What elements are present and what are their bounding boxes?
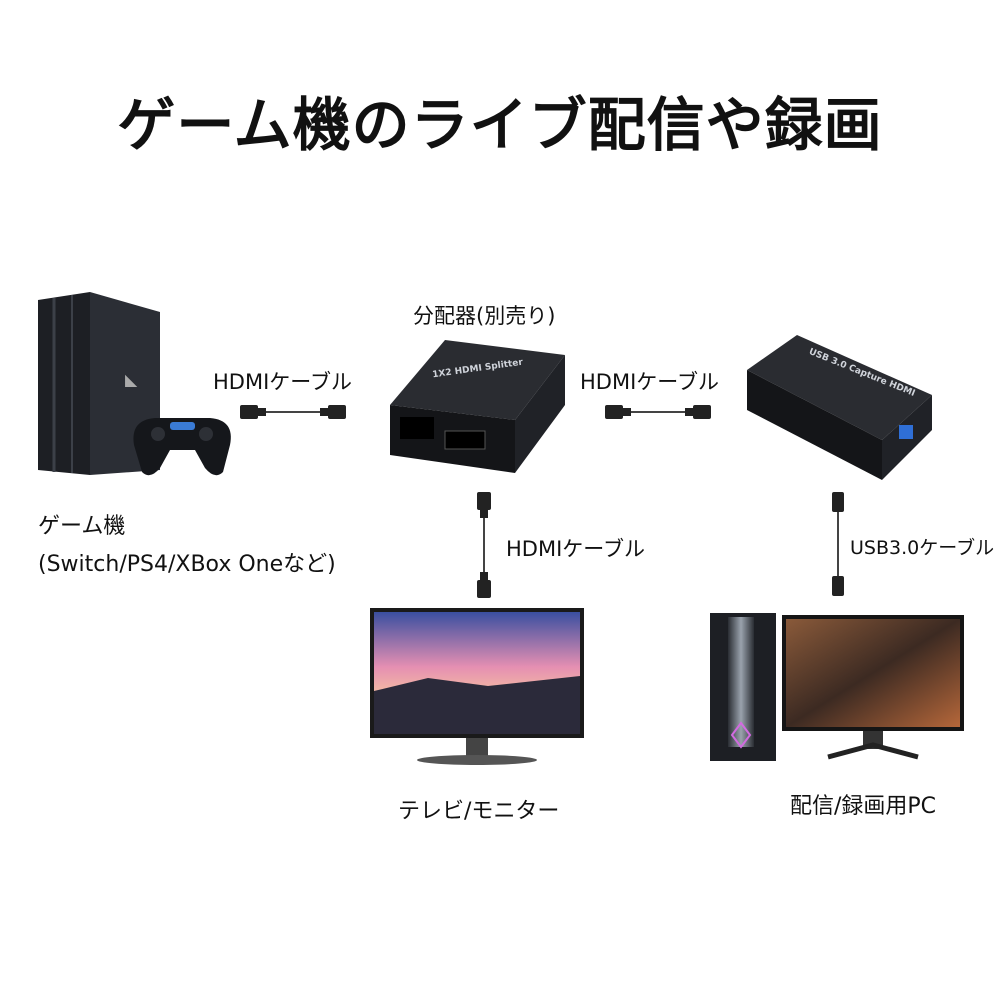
game-console-image: ◣ <box>38 292 231 476</box>
console-label: ゲーム機 <box>38 514 126 539</box>
svg-text:◣: ◣ <box>125 370 138 389</box>
console-examples-label: (Switch/PS4/XBox Oneなど) <box>38 552 336 577</box>
hdmi-cable-icon <box>477 492 491 598</box>
pc-label: 配信/録画用PC <box>790 794 937 819</box>
cable-label-capture-pc: USB3.0ケーブル <box>850 537 995 559</box>
hdmi-cable-icon <box>605 405 711 419</box>
usb-cable-icon <box>832 492 844 596</box>
cable-label-splitter-capture: HDMIケーブル <box>580 370 720 394</box>
splitter-label: 分配器(別売り) <box>413 304 556 328</box>
capture-device-image <box>747 335 932 480</box>
streaming-pc-image <box>710 613 964 761</box>
hdmi-splitter-image <box>390 340 565 473</box>
tv-monitor-label: テレビ/モニター <box>398 799 560 824</box>
cable-label-splitter-tv: HDMIケーブル <box>506 537 646 561</box>
tv-monitor-image <box>370 608 584 765</box>
page-title: ゲーム機のライブ配信や録画 <box>117 91 883 159</box>
hdmi-cable-icon <box>240 405 346 419</box>
cable-label-console-splitter: HDMIケーブル <box>213 370 353 394</box>
